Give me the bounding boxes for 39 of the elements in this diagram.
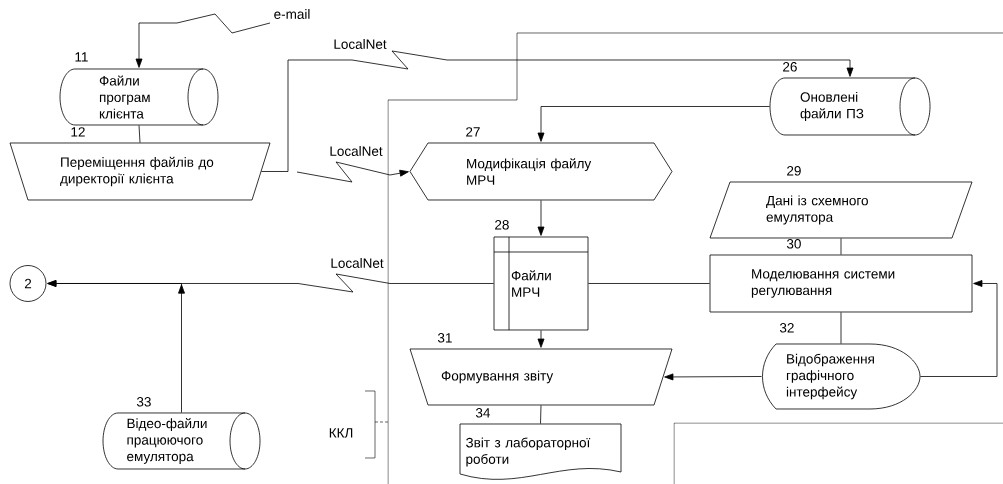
preparation-hexagon: Модифікація файлу МРЧ [409,142,673,201]
internal-storage-box: Файли МРЧ [493,236,589,331]
connector-line [840,312,842,344]
connector-line [540,405,542,424]
arrow [537,330,545,348]
edge-label: LocalNet [332,38,388,50]
connector-line [588,283,710,284]
storage-cylinder: Файли програм клієнта [59,68,219,126]
edge-label: e-mail [272,8,312,20]
callout-number: 31 [437,333,452,343]
callout-number: 27 [466,127,480,137]
callout-number: 30 [786,239,801,249]
annotation-text: ККЛ [329,428,353,438]
arrow [920,280,998,377]
process-box: Моделювання системи регулювання [709,254,973,313]
arrow [261,50,854,172]
edge-label: LocalNet [329,257,385,269]
arrow [296,161,409,183]
manual-operation-trapezoid: Формування звіту [409,348,673,406]
data-parallelogram: Дані із схемного емулятора [709,181,973,239]
arrow [537,106,770,142]
arrow [537,200,545,236]
callout-number: 32 [779,323,794,333]
callout-number: 29 [787,166,801,176]
edge-label: LocalNet [328,145,384,157]
callout-number: 34 [475,408,491,418]
storage-cylinder: Оновлені файли ПЗ [769,77,931,136]
connector-line [138,125,141,143]
storage-cylinder: Відео-файли працюючого емулятора [102,412,261,470]
callout-number: 11 [75,52,88,62]
arrow [47,280,185,413]
callout-number: 33 [136,397,151,407]
arrow [135,13,271,68]
callout-number: 26 [783,62,797,72]
arrow [664,373,762,381]
callout-number: 28 [495,220,509,230]
connector-line [840,238,842,255]
manual-operation-trapezoid: Переміщення файлів до директорії клієнта [9,142,271,201]
callout-number: 12 [71,127,85,137]
